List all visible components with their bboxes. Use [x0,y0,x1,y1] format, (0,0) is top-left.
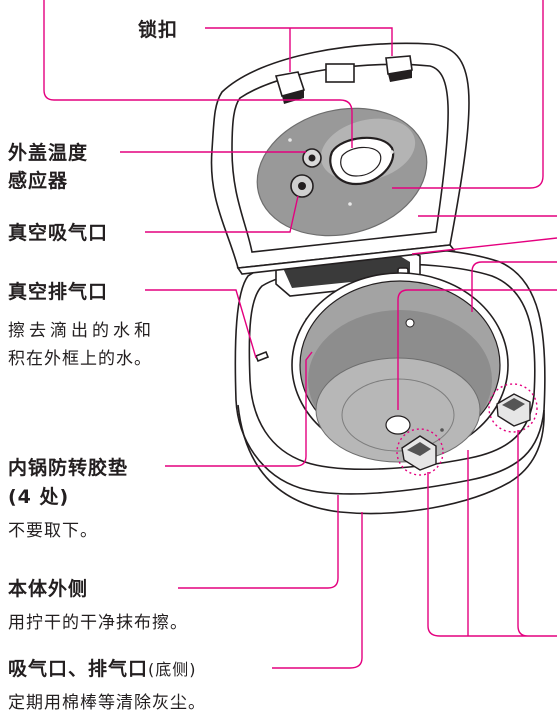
pad-right-highlight [488,383,538,433]
label-body-outside: 本体外侧 [8,578,89,600]
label-lid-sensor-line1: 外盖温度 [8,142,89,164]
pot-sensor [385,415,411,435]
lid-latch [325,63,355,83]
lid-temp-sensor-core [308,154,316,162]
label-vacuum-intake: 真空吸气口 [8,222,109,244]
leader-bottom-combined [427,430,557,637]
leader-lid-plate [392,0,544,189]
label-anti-rotation-count: (4 处) [8,486,70,508]
leader-lock [205,27,393,72]
pot-rim-dot [405,318,415,328]
note-vents: 定期用棉棒等清除灰尘。 [8,693,206,713]
pad-front-face [407,442,431,456]
vacuum-intake-core [298,182,306,190]
leader-right-3 [471,261,557,312]
label-vacuum-exhaust: 真空排气口 [8,281,109,303]
pad-front-highlight [396,428,444,476]
leader-anti-rotation [165,351,313,467]
leader-steam-cap [43,0,353,148]
inner-pot [291,272,509,463]
steam-cap-inner [340,146,382,177]
leader-lines [43,0,557,669]
note-vacuum-exhaust-line2: 积在外框上的水。 [8,349,152,369]
lid-dot-1 [390,150,394,154]
note-body-outside: 用拧干的干净抹布擦。 [8,613,188,633]
leader-vacuum-exhaust [145,289,257,359]
anti-rotation-pads [396,383,538,476]
leader-vacuum-intake [145,195,299,233]
note-vacuum-exhaust-line1: 擦去滴出的水和 [8,321,155,341]
leader-body-outside [178,495,339,589]
label-vents-main: 吸气口、排气口 [8,658,149,680]
label-anti-rotation: 内锅防转胶垫 [8,457,129,479]
body-skirt [237,404,545,515]
leader-vents [272,512,363,669]
leader-right-4 [397,289,557,410]
note-anti-rotation: 不要取下。 [8,521,98,541]
label-lock: 锁扣 [138,19,179,41]
lock-tab-right-shade [388,70,412,82]
pad-right-face [502,398,525,411]
inner-lid-plate [256,107,428,237]
hinge-slot [283,256,410,288]
label-vents-paren: (底侧) [148,660,197,679]
label-vents: 吸气口、排气口(底侧) [8,654,197,681]
lid-dot-2 [348,202,352,206]
vacuum-exhaust-port [254,350,270,363]
pot-dot [440,428,444,432]
leader-right-2 [411,237,557,255]
label-lid-sensor-line2: 感应器 [8,170,69,192]
lid-dot-3 [288,138,292,142]
